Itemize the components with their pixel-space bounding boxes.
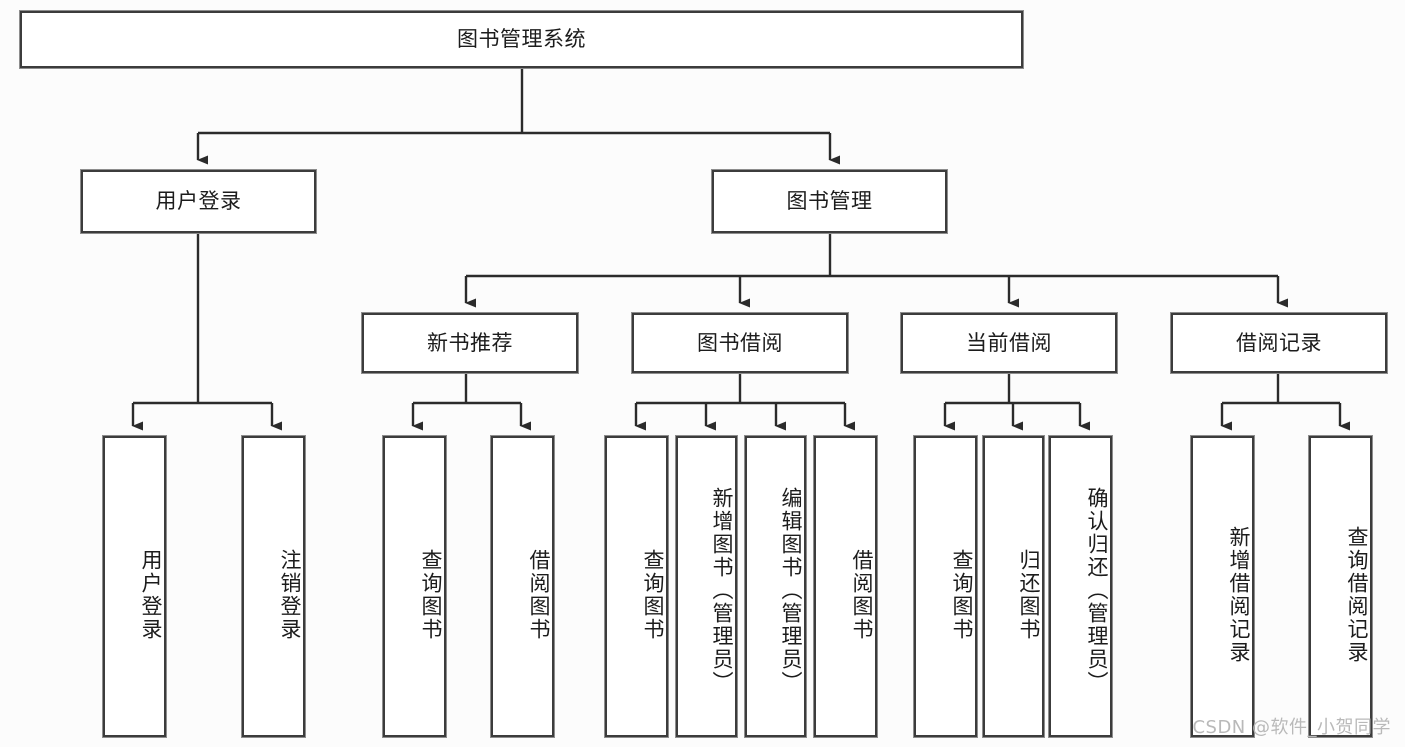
leaf-label: 用户登录: [139, 548, 163, 641]
node-book-management[interactable]: 图书管理: [712, 170, 947, 233]
node-book-borrow[interactable]: 图书借阅: [632, 313, 848, 373]
node-current-borrow[interactable]: 当前借阅: [901, 313, 1117, 373]
leaf-book-borrow-edit-book-admin[interactable]: 编辑图书（管理员）: [745, 436, 806, 737]
leaf-label: 查询图书: [419, 548, 443, 641]
leaf-book-borrow-query-book[interactable]: 查询图书: [605, 436, 668, 737]
node-user-login[interactable]: 用户登录: [81, 170, 316, 233]
leaf-new-book-query-book[interactable]: 查询图书: [383, 436, 446, 737]
leaf-label: 借阅图书: [527, 548, 551, 641]
leaf-book-borrow-add-book-admin[interactable]: 新增图书（管理员）: [676, 436, 737, 737]
leaf-borrow-record-add-record[interactable]: 新增借阅记录: [1191, 436, 1254, 737]
leaf-current-borrow-query-book[interactable]: 查询图书: [914, 436, 977, 737]
leaf-label: 查询图书: [950, 548, 974, 641]
leaf-current-borrow-confirm-return-admin[interactable]: 确认归还（管理员）: [1049, 436, 1112, 737]
leaf-user-login-login[interactable]: 用户登录: [103, 436, 166, 737]
node-root-book-management-system[interactable]: 图书管理系统: [20, 11, 1023, 68]
leaf-label: 确认归还（管理员）: [1085, 487, 1109, 694]
csdn-watermark: CSDN @软件_小贺同学: [1192, 717, 1391, 738]
node-book-management-label: 图书管理: [786, 189, 873, 214]
leaf-label: 注销登录: [278, 548, 302, 641]
node-user-login-label: 用户登录: [155, 189, 242, 214]
node-borrow-record[interactable]: 借阅记录: [1171, 313, 1387, 373]
leaf-book-borrow-borrow-book[interactable]: 借阅图书: [814, 436, 877, 737]
leaf-user-login-logout[interactable]: 注销登录: [242, 436, 305, 737]
leaf-label: 归还图书: [1017, 548, 1041, 641]
leaf-label: 查询图书: [641, 548, 665, 641]
leaf-new-book-borrow-book[interactable]: 借阅图书: [491, 436, 554, 737]
node-new-book-recommend-label: 新书推荐: [427, 330, 513, 355]
node-borrow-record-label: 借阅记录: [1236, 330, 1322, 355]
leaf-label: 编辑图书（管理员）: [779, 487, 803, 694]
node-root-label: 图书管理系统: [457, 27, 586, 52]
node-new-book-recommend[interactable]: 新书推荐: [362, 313, 578, 373]
leaf-current-borrow-return-book[interactable]: 归还图书: [983, 436, 1044, 737]
leaf-label: 查询借阅记录: [1345, 525, 1369, 664]
node-book-borrow-label: 图书借阅: [697, 330, 783, 355]
leaf-borrow-record-query-record[interactable]: 查询借阅记录: [1309, 436, 1372, 737]
leaf-label: 新增借阅记录: [1227, 525, 1251, 664]
leaf-label: 借阅图书: [850, 548, 874, 641]
leaf-label: 新增图书（管理员）: [710, 487, 734, 694]
node-current-borrow-label: 当前借阅: [966, 330, 1052, 355]
